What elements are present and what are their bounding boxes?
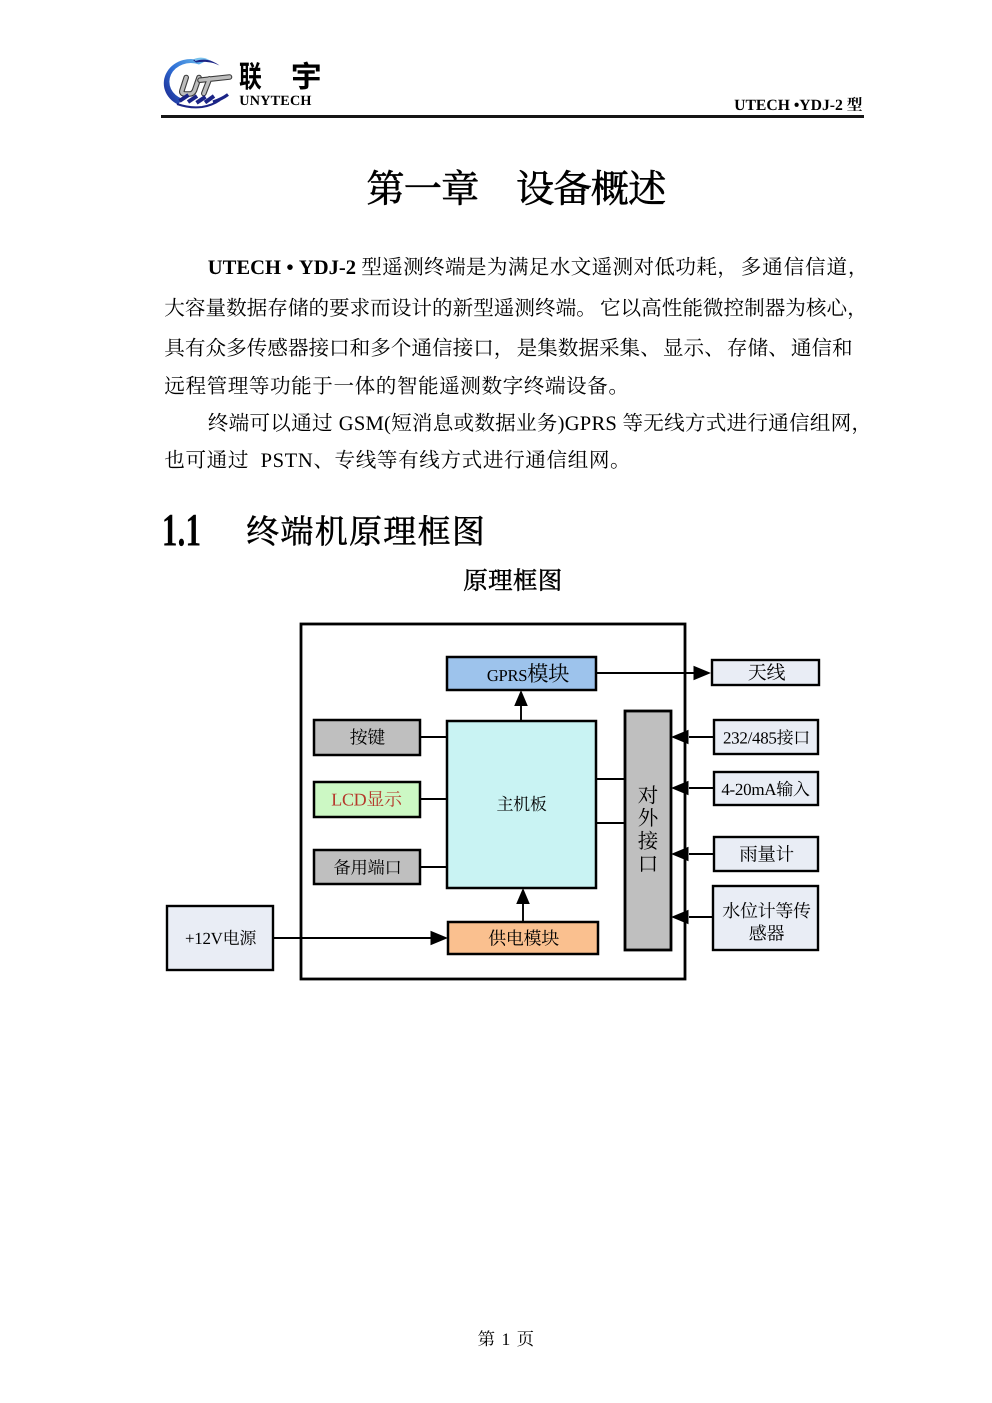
svg-text:感器: 感器 bbox=[749, 924, 785, 944]
svg-text:对: 对 bbox=[638, 784, 658, 807]
svg-text:主机板: 主机板 bbox=[496, 795, 546, 814]
svg-text:+12V电源: +12V电源 bbox=[185, 929, 256, 948]
svg-text:LCD显示: LCD显示 bbox=[331, 790, 402, 810]
svg-text:按键: 按键 bbox=[350, 728, 386, 748]
svg-text:雨量计: 雨量计 bbox=[739, 845, 794, 866]
svg-text:外: 外 bbox=[638, 807, 658, 830]
svg-text:备用端口: 备用端口 bbox=[334, 859, 402, 878]
svg-text:4-20mA输入: 4-20mA输入 bbox=[721, 780, 810, 799]
svg-text:水位计等传: 水位计等传 bbox=[722, 901, 811, 921]
svg-text:接: 接 bbox=[638, 830, 658, 853]
svg-text:天线: 天线 bbox=[748, 663, 786, 684]
svg-text:232/485接口: 232/485接口 bbox=[723, 729, 810, 748]
svg-text:GPRS模块: GPRS模块 bbox=[487, 662, 569, 686]
svg-text:口: 口 bbox=[638, 854, 658, 876]
svg-text:供电模块: 供电模块 bbox=[488, 929, 559, 949]
